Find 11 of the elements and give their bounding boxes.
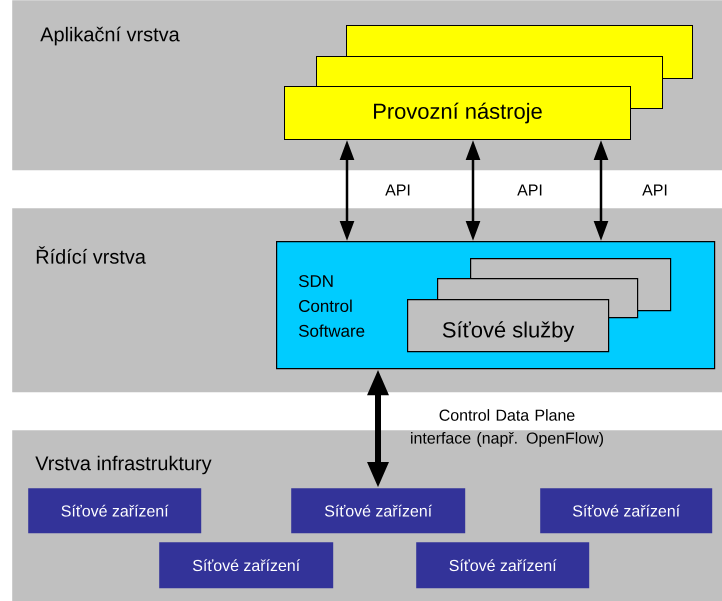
edge-label: API <box>385 184 410 196</box>
tool-box: Provozní nástroje <box>284 86 631 140</box>
device-box: Síťové zařízení <box>159 542 334 588</box>
device-box: Síťové zařízení <box>291 488 466 534</box>
device-box: Síťové zařízení <box>540 488 712 534</box>
device-box: Síťové zařízení <box>416 542 590 588</box>
edge-label: API <box>642 184 666 196</box>
service-box: Síťové služby <box>407 299 610 352</box>
device-box: Síťové zařízení <box>28 488 202 534</box>
edge-label: Control Data Plane interface (např. OpenFlow) <box>411 409 603 447</box>
edge-label: API <box>517 184 542 196</box>
